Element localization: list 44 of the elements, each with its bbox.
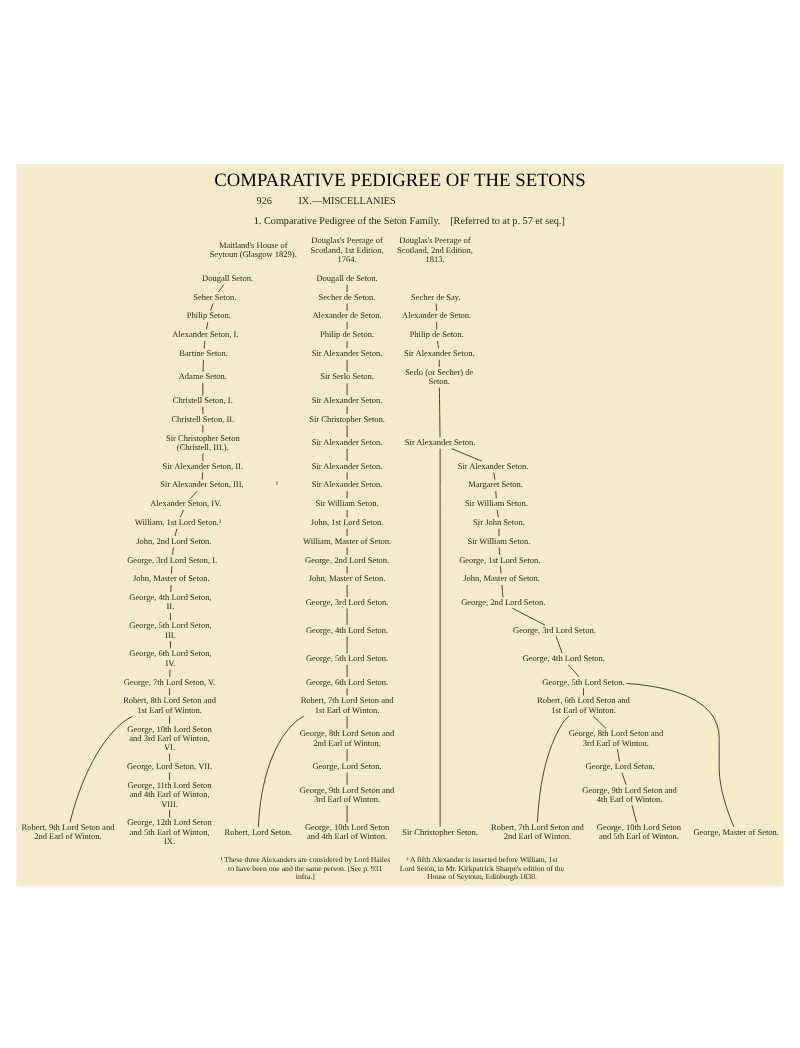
connector	[202, 358, 204, 372]
connector	[189, 489, 198, 498]
connector	[169, 771, 170, 780]
connector	[621, 771, 627, 785]
connector	[568, 663, 580, 677]
connector	[493, 471, 496, 480]
connector	[169, 808, 170, 817]
connector	[499, 564, 502, 573]
connector	[501, 583, 504, 597]
connector	[169, 686, 170, 695]
connector	[174, 527, 178, 536]
connector	[498, 546, 501, 555]
connector	[170, 639, 171, 648]
connector	[617, 747, 620, 761]
connector	[69, 714, 133, 822]
connector	[203, 339, 206, 348]
connector	[451, 447, 482, 461]
connector	[205, 320, 209, 329]
connector	[169, 668, 171, 677]
connector	[170, 611, 171, 620]
connector	[436, 320, 438, 329]
connector	[169, 752, 170, 761]
connector	[258, 714, 305, 827]
connector	[172, 546, 174, 555]
connector	[179, 508, 184, 517]
connector	[438, 358, 440, 367]
connector	[437, 339, 439, 348]
connector	[631, 803, 637, 822]
connector	[537, 714, 570, 822]
connector	[592, 714, 607, 728]
connector	[512, 606, 546, 625]
connector	[555, 635, 563, 653]
connector	[171, 564, 173, 573]
diagram-title: COMPARATIVE PEDIGREE OF THE SETONS	[214, 170, 586, 191]
connector	[169, 714, 170, 724]
connector	[438, 386, 441, 437]
connector	[626, 682, 735, 827]
connector	[170, 583, 172, 592]
connector	[218, 283, 225, 292]
connector	[210, 302, 214, 311]
connector	[201, 471, 204, 480]
connector	[496, 508, 499, 517]
connector	[583, 686, 584, 695]
connector	[435, 302, 437, 311]
